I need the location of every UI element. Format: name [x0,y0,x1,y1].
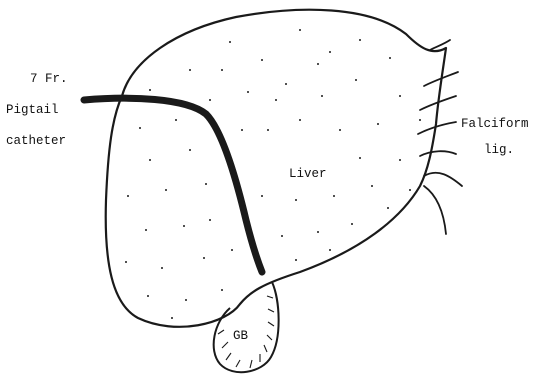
liver-stippling [125,29,421,319]
liver-label: Liver [289,167,327,181]
catheter-label-line1: 7 Fr. [30,72,68,86]
falciform-label-line1: Falciform [461,117,529,131]
pigtail-catheter [84,98,262,272]
catheter-label-line3: catheter [6,134,66,148]
falciform-ligament [418,40,462,234]
liver-outline [106,10,446,327]
catheter-label-line2: Pigtail [6,103,59,117]
falciform-label-line2: lig. [484,143,514,157]
gallbladder-outline [214,282,279,372]
gallbladder-label: GB [233,329,249,343]
